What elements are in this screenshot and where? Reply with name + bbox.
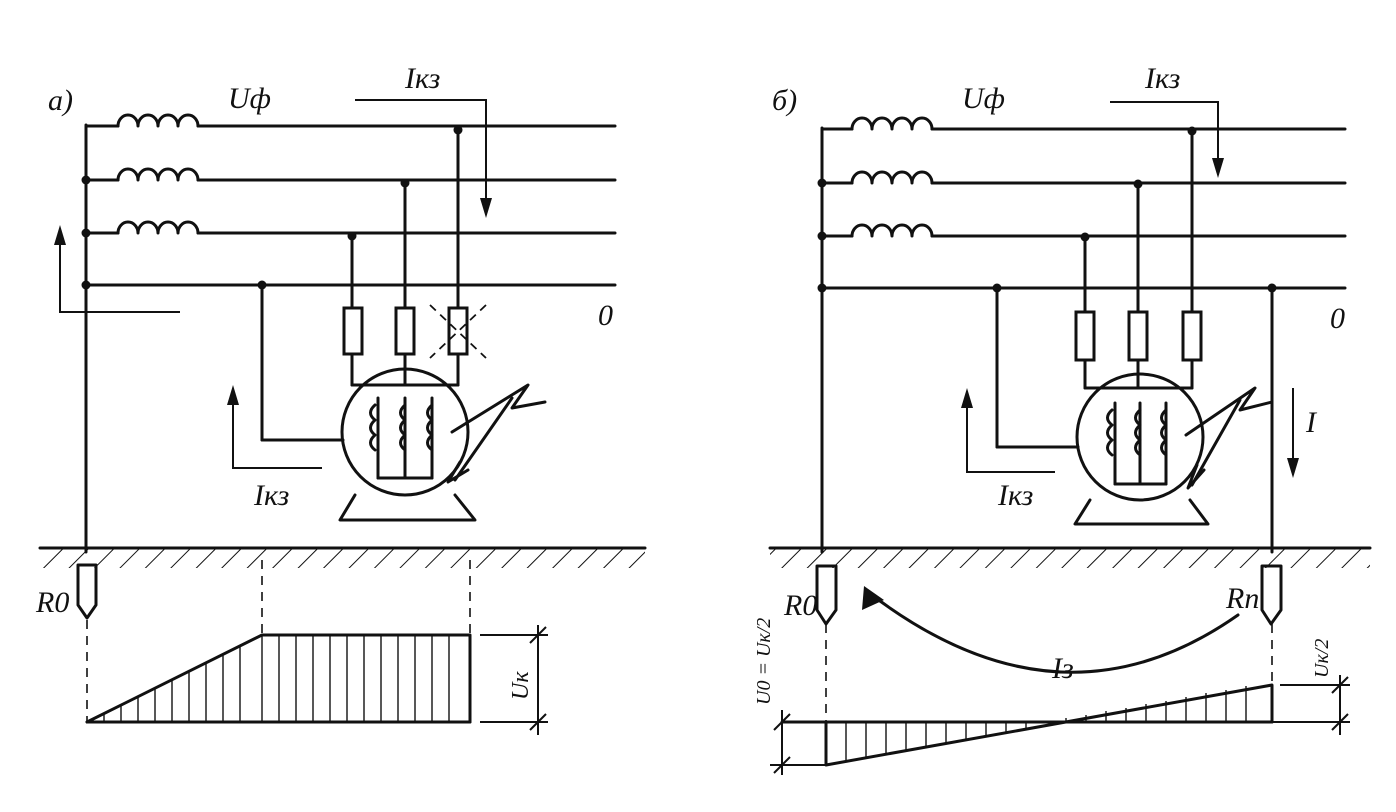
ground-electrode-label-b-right: Rп xyxy=(1225,582,1259,615)
fault-current-arrow-a xyxy=(355,99,487,212)
voltage-label-b-right: Uк/2 xyxy=(1311,639,1333,678)
phase-line-2-a xyxy=(84,167,617,182)
touch-voltage-label-a: Uк xyxy=(508,671,534,700)
neutral-label-b: 0 xyxy=(1330,302,1345,335)
ground-hatch-b xyxy=(770,548,1370,568)
fault-arrow-a xyxy=(450,383,547,434)
panel-a: а) Uф Iкз 0 xyxy=(35,62,647,735)
neutral-label-a: 0 xyxy=(598,299,613,332)
panel-b: б) Uф Iкз 0 xyxy=(753,62,1372,775)
fuse-3-a-blown xyxy=(447,306,469,356)
fault-arrow-b xyxy=(1184,386,1274,437)
phase-line-1-b xyxy=(820,116,1347,131)
fault-current-arrow-b xyxy=(1110,101,1219,170)
fault-current-label-b-top: Iкз xyxy=(1144,62,1180,95)
voltage-label-b-left: U0 = Uк/2 xyxy=(753,618,775,705)
motor-b xyxy=(1073,372,1210,526)
current-label-b: I xyxy=(1305,406,1318,439)
fuse-2-a xyxy=(394,306,416,356)
fuse-3-b xyxy=(1181,310,1203,362)
ground-electrode-label-a: R0 xyxy=(35,586,69,619)
ground-current-arc xyxy=(866,590,1240,674)
phase-voltage-label-b: Uф xyxy=(962,82,1005,115)
fault-current-label-a-top: Iкз xyxy=(404,62,440,95)
ground-electrode-label-b-left: R0 xyxy=(783,589,817,622)
panel-a-label: а) xyxy=(48,84,73,117)
motor-a xyxy=(338,367,477,522)
fuse-1-a xyxy=(342,306,364,356)
fuse-1-b xyxy=(1074,310,1096,362)
fuse-2-b xyxy=(1127,310,1149,362)
fault-current-label-a-motor: Iкз xyxy=(253,479,289,512)
phase-line-3-a xyxy=(84,220,617,235)
phase-voltage-label-a: Uф xyxy=(228,82,271,115)
phase-line-2-b xyxy=(820,170,1347,185)
panel-b-label: б) xyxy=(772,84,797,117)
fault-current-label-b-motor: Iкз xyxy=(997,479,1033,512)
ground-current-label: Iз xyxy=(1051,652,1074,685)
phase-line-1-a xyxy=(84,113,617,128)
ground-hatch-a xyxy=(40,548,645,568)
